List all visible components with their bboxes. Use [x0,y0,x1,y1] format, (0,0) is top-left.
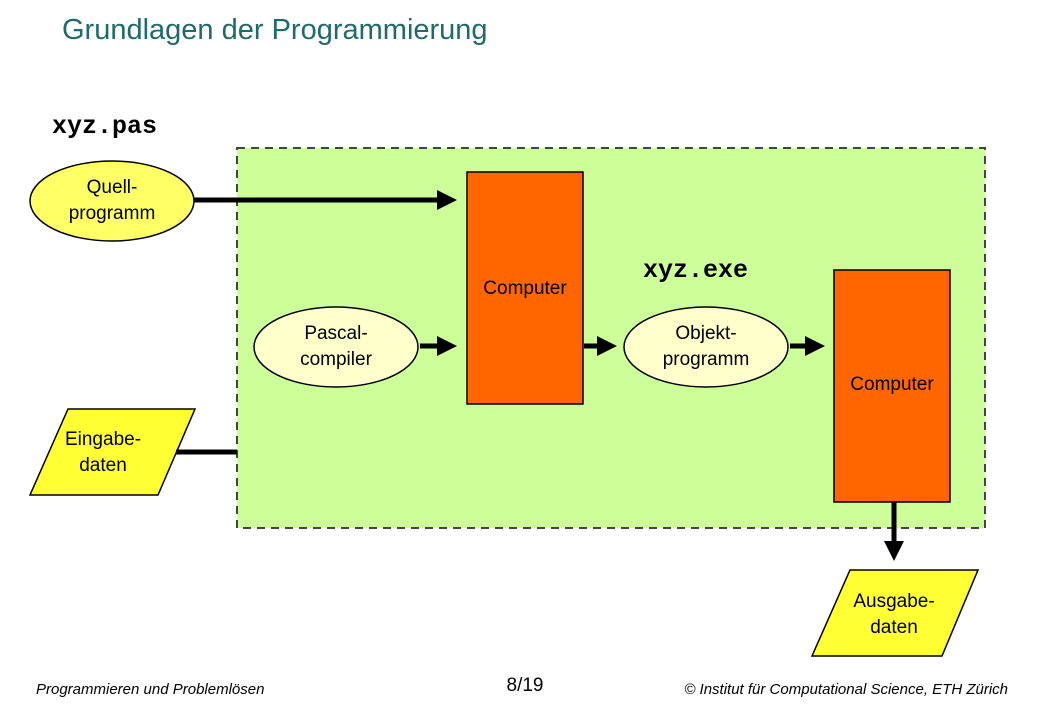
computer-2-label: Computer [850,374,934,395]
pascal-compiler-node: Pascal- compiler [254,308,418,386]
objektprogramm-line2: programm [662,349,750,370]
ausgabedaten-line1: Ausgabe- [853,591,935,612]
objektprogramm-node: Objekt- programm [624,308,788,386]
ausgabedaten-node: Ausgabe- daten [828,580,960,650]
footer-copyright: © Institut für Computational Science, ET… [684,681,1008,698]
page-number: 8/19 [506,675,544,696]
quellprogramm-line2: programm [68,203,156,224]
computer-1-box [466,171,584,405]
objektprogramm-line1: Objekt- [675,323,737,344]
eingabedaten-node: Eingabe- daten [40,418,166,488]
computer-1-label: Computer [483,278,567,299]
exe-file-label: xyz.exe [643,256,749,285]
quellprogramm-node: Quell- programm [30,162,194,240]
objektprogramm-ellipse [623,306,789,388]
eingabedaten-line1: Eingabe- [64,429,142,450]
quellprogramm-line1: Quell- [86,177,138,198]
pascal-compiler-line1: Pascal- [304,323,368,344]
eingabedaten-parallelogram [28,408,197,496]
footer-course-title: Programmieren und Problemlösen [36,681,265,698]
eingabedaten-line2: daten [79,455,127,476]
ausgabedaten-parallelogram [810,569,980,657]
page-title: Grundlagen der Programmierung [62,14,488,46]
pascal-compiler-line2: compiler [300,349,372,370]
source-file-label: xyz.pas [52,112,158,141]
ausgabedaten-line2: daten [870,617,918,638]
pascal-compiler-ellipse [253,306,419,388]
